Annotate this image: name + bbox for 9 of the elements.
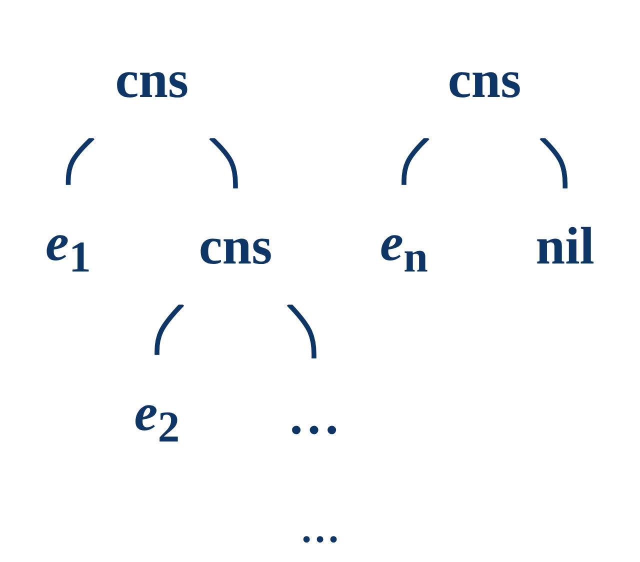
node-text: cns xyxy=(115,50,189,109)
node-text: cns xyxy=(448,50,522,109)
node-text: cns xyxy=(198,216,272,276)
node-text: … xyxy=(288,386,340,446)
node-text: e$_{1}$ xyxy=(46,213,91,282)
node-text: e$_{2}$ xyxy=(134,383,180,452)
ellipsis-text: … xyxy=(300,506,340,551)
node-text: e$_{n}$ xyxy=(380,213,428,282)
node-text: nil xyxy=(536,216,594,276)
